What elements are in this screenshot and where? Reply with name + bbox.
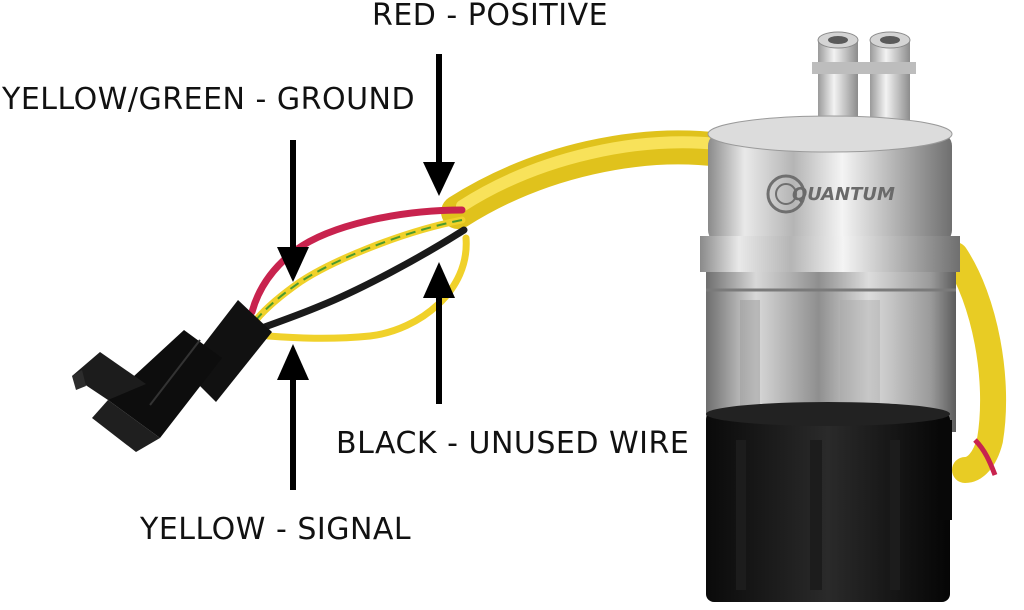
- arrow-yellow-green-ground: [277, 140, 309, 282]
- brand-logo: QUANTUM: [766, 174, 895, 214]
- side-sleeve: [942, 242, 1007, 483]
- label-red-positive: RED - POSITIVE: [372, 0, 609, 33]
- yellow-green-stripe: [255, 219, 463, 321]
- wire-sleeve-highlight: [456, 136, 724, 212]
- red-wire: [248, 206, 466, 316]
- black-wire: [258, 226, 468, 332]
- label-yellow-green-ground: YELLOW/GREEN - GROUND: [2, 82, 416, 117]
- pump-base: [706, 402, 952, 602]
- yellow-wire: [264, 234, 470, 342]
- pump-top-cap: [700, 115, 960, 272]
- yellow-green-wire: [252, 216, 466, 324]
- brand-text: QUANTUM: [792, 184, 895, 205]
- arrow-black-unused: [423, 262, 455, 404]
- label-black-unused-wire: BLACK - UNUSED WIRE: [336, 426, 690, 461]
- side-wire-red: [973, 438, 998, 476]
- arrow-red-positive: [423, 54, 455, 196]
- arrow-yellow-signal: [277, 344, 309, 490]
- wire-connector: [72, 300, 272, 452]
- label-yellow-signal: YELLOW - SIGNAL: [140, 512, 412, 547]
